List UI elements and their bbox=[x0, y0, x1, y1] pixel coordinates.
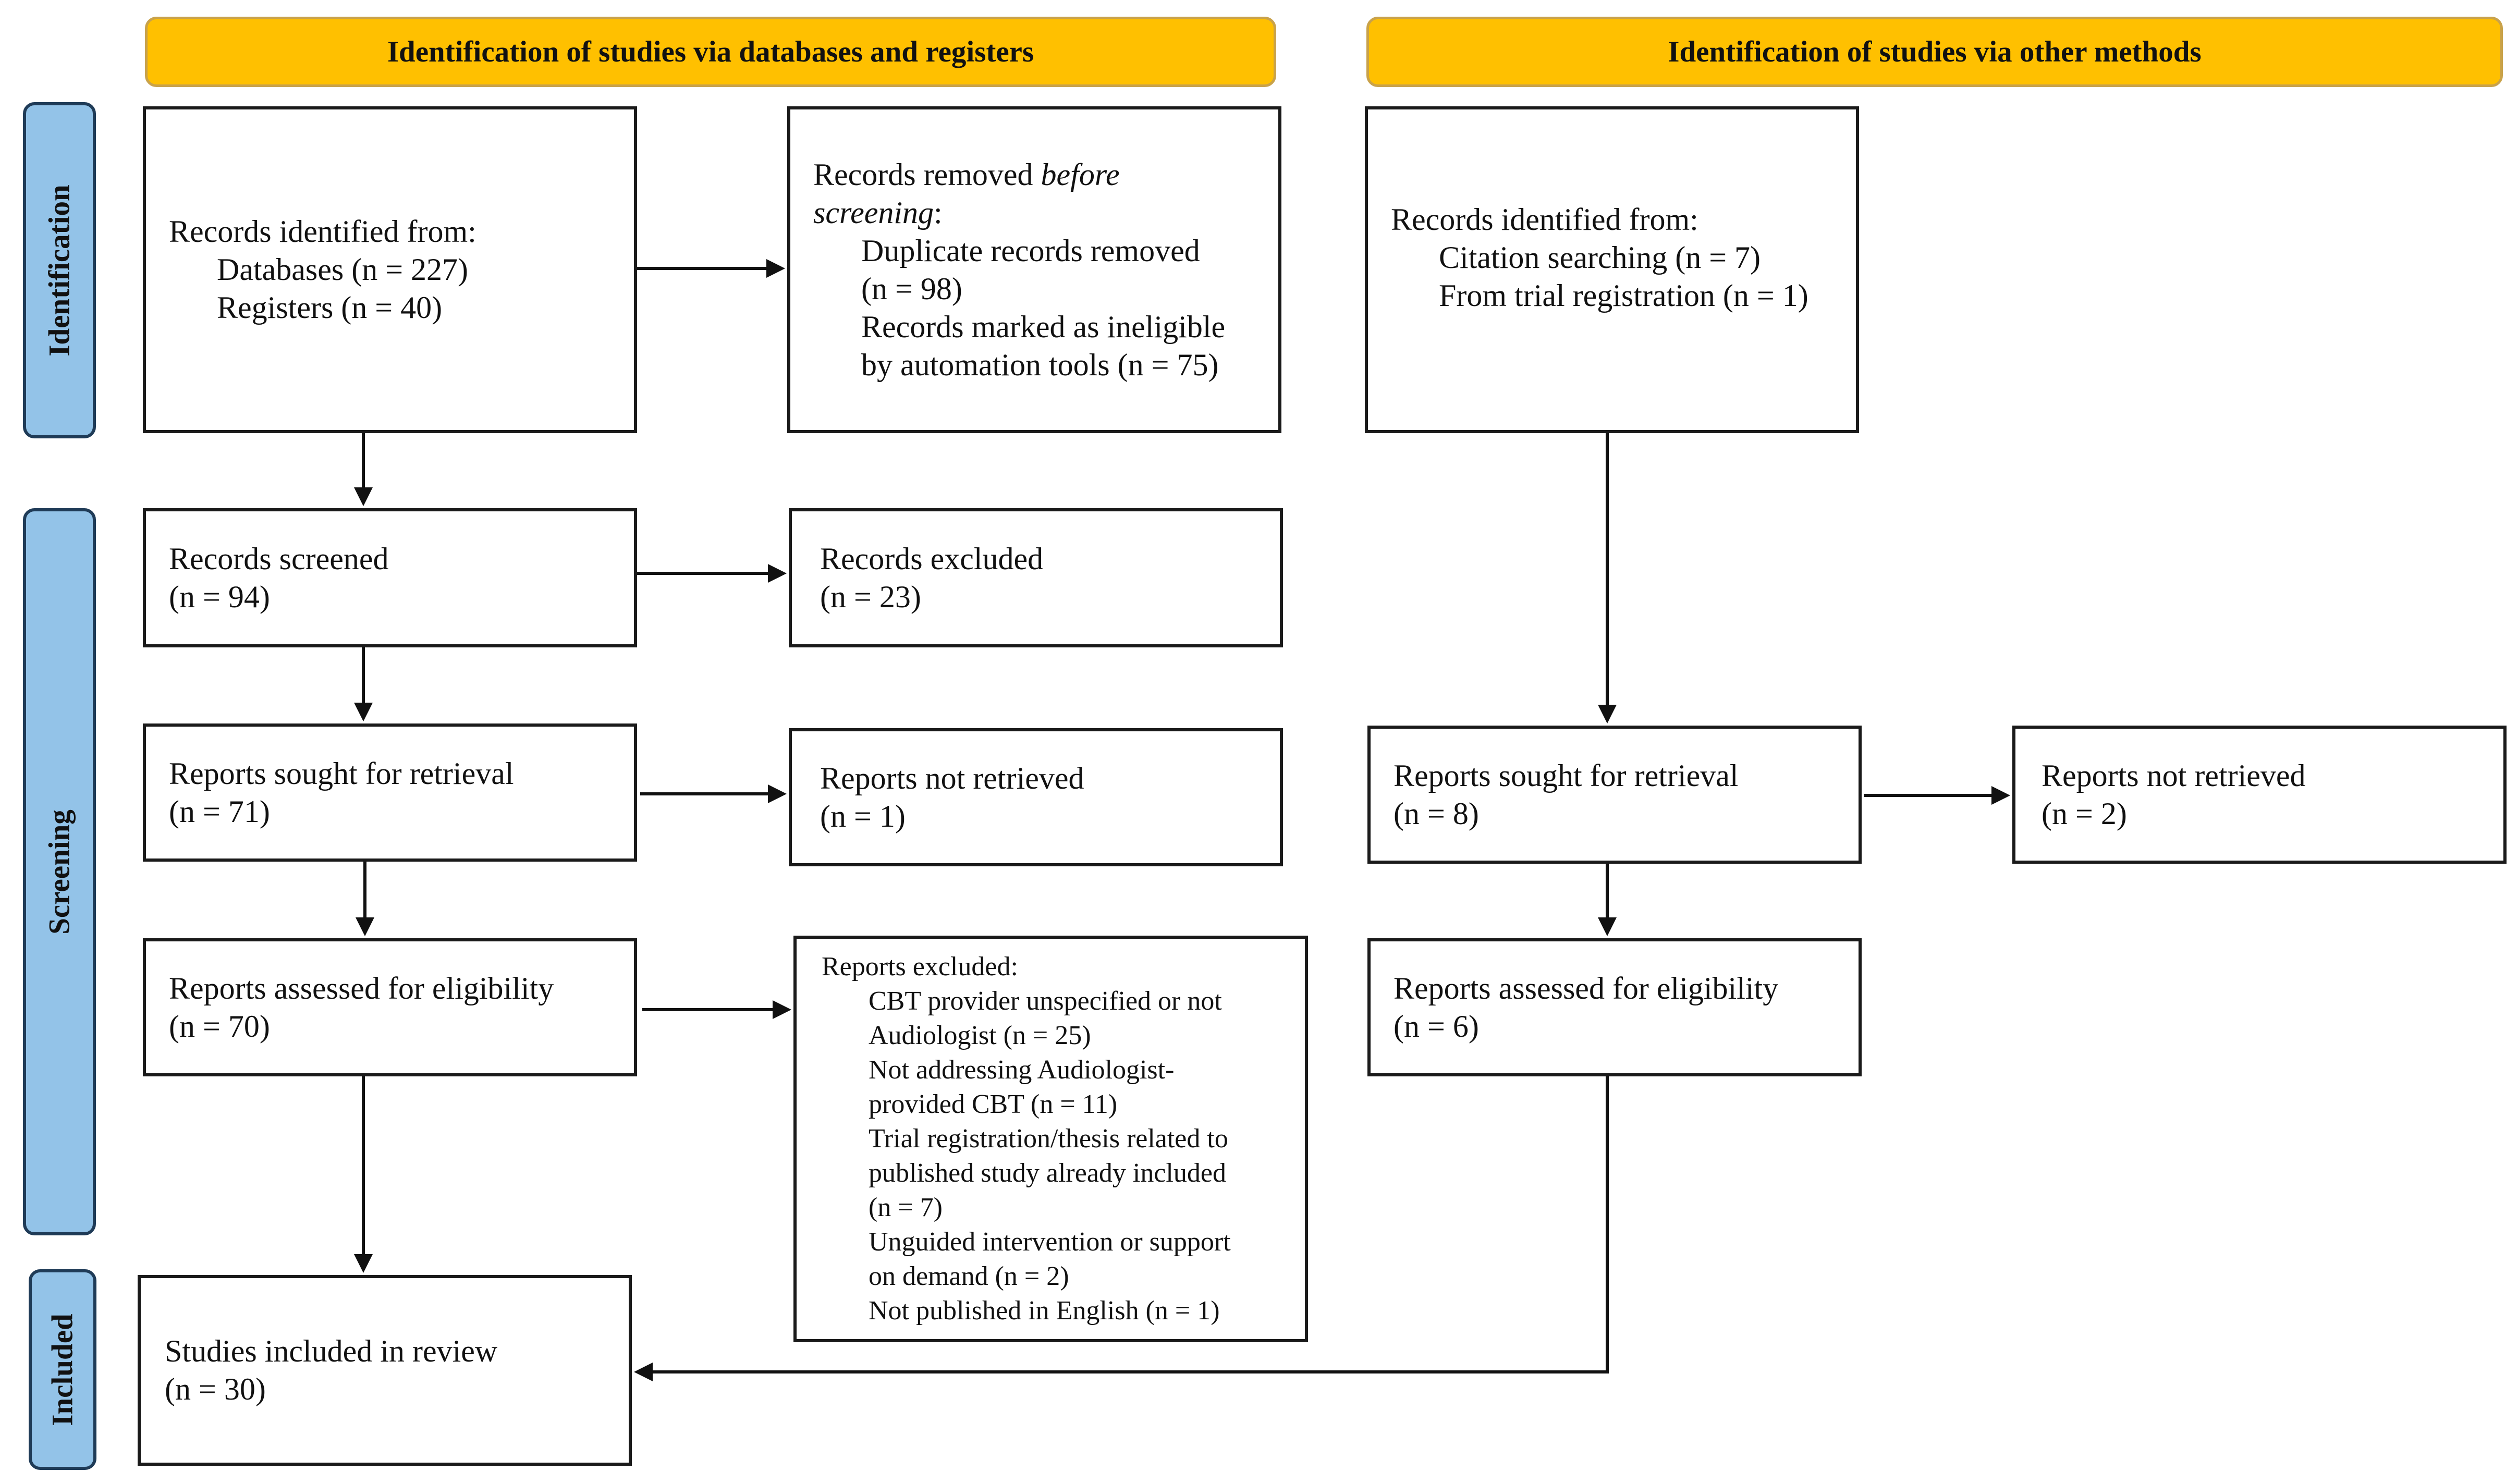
reports-sought-count: (n = 71) bbox=[169, 794, 270, 829]
trial-registration-count: From trial registration (n = 1) bbox=[1439, 278, 1808, 313]
identification-phase-label: Identification bbox=[23, 102, 96, 438]
ineligible-line2: by automation tools (n = 75) bbox=[861, 347, 1219, 382]
records-identified-box: Records identified from: Databases (n = … bbox=[143, 106, 637, 433]
included-phase-label: Included bbox=[29, 1269, 96, 1470]
reports-assessed-count: (n = 70) bbox=[169, 1009, 270, 1044]
records-excluded-count: (n = 23) bbox=[820, 579, 921, 614]
reports-assessed-title: Reports assessed for eligibility bbox=[169, 971, 554, 1005]
other-records-identified-box: Records identified from: Citation search… bbox=[1365, 106, 1859, 433]
other-methods-header-text: Identification of studies via other meth… bbox=[1668, 35, 2202, 68]
records-screened-title: Records screened bbox=[169, 541, 389, 576]
reports-sought-box: Reports sought for retrieval (n = 71) bbox=[143, 723, 637, 862]
other-reports-sought-title: Reports sought for retrieval bbox=[1394, 758, 1739, 793]
reports-excluded-line: Not addressing Audiologist- bbox=[869, 1055, 1175, 1085]
reports-excluded-line: CBT provider unspecified or not bbox=[869, 986, 1222, 1016]
records-excluded-title: Records excluded bbox=[820, 541, 1044, 576]
duplicates-removed-line1: Duplicate records removed bbox=[861, 233, 1200, 268]
citation-searching-count: Citation searching (n = 7) bbox=[1439, 240, 1761, 275]
records-screened-box: Records screened (n = 94) bbox=[143, 508, 637, 647]
other-reports-assessed-title: Reports assessed for eligibility bbox=[1394, 971, 1779, 1005]
reports-sought-title: Reports sought for retrieval bbox=[169, 756, 514, 791]
reports-not-retrieved-title: Reports not retrieved bbox=[820, 761, 1084, 795]
databases-header: Identification of studies via databases … bbox=[145, 17, 1276, 87]
records-removed-before: before bbox=[1041, 157, 1120, 192]
ineligible-line1: Records marked as ineligible bbox=[861, 309, 1226, 344]
reports-excluded-line: Not published in English (n = 1) bbox=[869, 1296, 1220, 1326]
reports-excluded-line: published study already included bbox=[869, 1158, 1226, 1188]
reports-excluded-box: Reports excluded: CBT provider unspecifi… bbox=[793, 936, 1308, 1342]
studies-included-count: (n = 30) bbox=[165, 1372, 266, 1406]
records-removed-colon: : bbox=[934, 195, 943, 230]
reports-not-retrieved-count: (n = 1) bbox=[820, 799, 906, 833]
registers-count: Registers (n = 40) bbox=[217, 290, 443, 325]
other-reports-assessed-count: (n = 6) bbox=[1394, 1009, 1479, 1044]
other-methods-header: Identification of studies via other meth… bbox=[1366, 17, 2503, 87]
records-removed-prefix: Records removed bbox=[813, 157, 1041, 192]
records-removed-box: Records removed before screening: Duplic… bbox=[787, 106, 1281, 433]
records-removed-title-cont: screening: bbox=[813, 194, 1268, 232]
reports-excluded-line: provided CBT (n = 11) bbox=[869, 1089, 1118, 1119]
databases-header-text: Identification of studies via databases … bbox=[387, 35, 1034, 68]
screening-phase-label: Screening bbox=[23, 508, 96, 1235]
reports-excluded-title: Reports excluded: bbox=[822, 952, 1018, 982]
other-reports-sought-count: (n = 8) bbox=[1394, 796, 1479, 831]
reports-excluded-line: Trial registration/thesis related to bbox=[869, 1124, 1228, 1154]
reports-excluded-line: Audiologist (n = 25) bbox=[869, 1021, 1091, 1050]
databases-count: Databases (n = 227) bbox=[217, 252, 469, 287]
other-reports-not-retrieved-count: (n = 2) bbox=[2042, 796, 2127, 831]
reports-excluded-line: on demand (n = 2) bbox=[869, 1261, 1069, 1291]
other-reports-not-retrieved-box: Reports not retrieved (n = 2) bbox=[2012, 726, 2507, 864]
records-excluded-box: Records excluded (n = 23) bbox=[789, 508, 1283, 647]
reports-not-retrieved-box: Reports not retrieved (n = 1) bbox=[789, 728, 1283, 866]
records-identified-title: Records identified from: bbox=[169, 214, 476, 249]
duplicates-removed-line2: (n = 98) bbox=[861, 271, 962, 306]
reports-excluded-line: (n = 7) bbox=[869, 1193, 943, 1222]
records-removed-screening: screening bbox=[813, 195, 934, 230]
reports-excluded-line: Unguided intervention or support bbox=[869, 1227, 1231, 1257]
studies-included-title: Studies included in review bbox=[165, 1334, 498, 1368]
studies-included-box: Studies included in review (n = 30) bbox=[138, 1275, 632, 1466]
other-reports-sought-box: Reports sought for retrieval (n = 8) bbox=[1367, 726, 1862, 864]
other-reports-not-retrieved-title: Reports not retrieved bbox=[2042, 758, 2306, 793]
other-records-identified-title: Records identified from: bbox=[1391, 202, 1698, 237]
records-screened-count: (n = 94) bbox=[169, 579, 270, 614]
reports-assessed-box: Reports assessed for eligibility (n = 70… bbox=[143, 938, 637, 1076]
records-removed-title: Records removed before bbox=[813, 156, 1268, 194]
arrow-other-assessed-to-included bbox=[634, 1076, 1609, 1381]
other-reports-assessed-box: Reports assessed for eligibility (n = 6) bbox=[1367, 938, 1862, 1076]
